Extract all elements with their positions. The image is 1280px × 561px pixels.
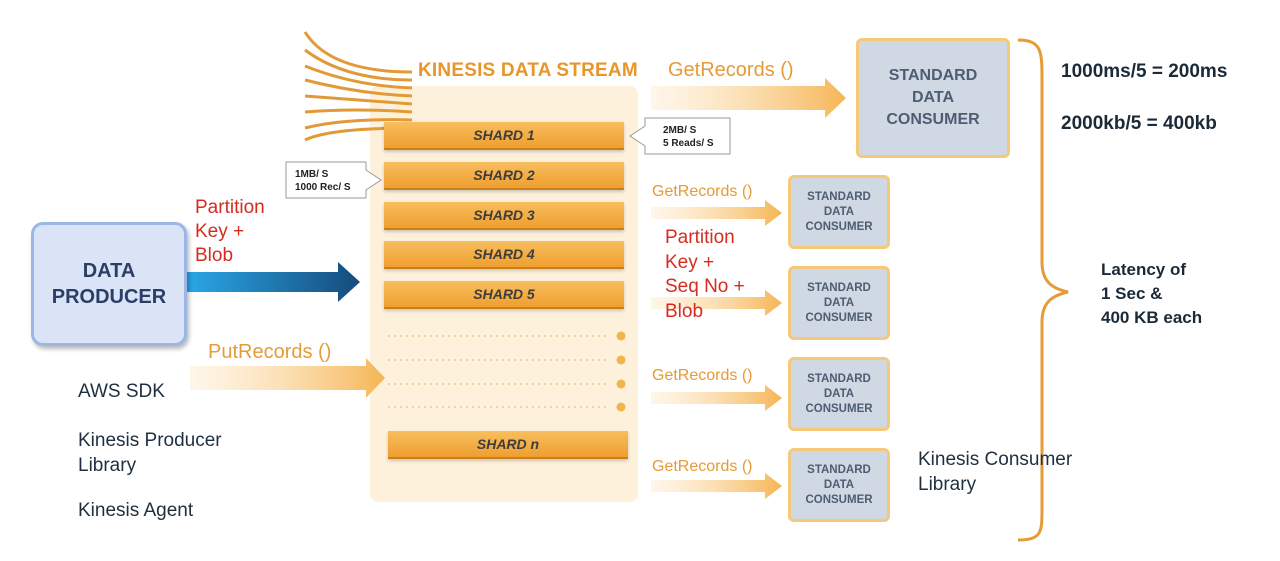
consumer-2-line3: CONSUMER — [805, 311, 873, 324]
getrecords-label-3: GetRecords () — [652, 367, 753, 384]
partition-seq-blob-label: Partition Key + Seq No + Blob — [665, 226, 745, 324]
shard-3: SHARD 3 — [384, 202, 624, 230]
kcl-line2: Library — [918, 474, 977, 495]
output-label-line1: Partition — [665, 227, 735, 248]
getrecords-arrow-2 — [651, 290, 782, 316]
consumer-main-line1: STANDARD — [888, 67, 978, 84]
getrecords-main-arrow — [651, 78, 846, 118]
output-label-line4: Blob — [665, 300, 704, 322]
read-limit-mb: 2MB/ S — [663, 125, 697, 136]
formula-latency: 1000ms/5 = 200ms — [1061, 61, 1228, 82]
standard-consumer-3: STANDARD DATA CONSUMER — [788, 357, 890, 431]
standard-consumer-1: STANDARD DATA CONSUMER — [788, 175, 890, 249]
getrecords-main-label: GetRecords () — [668, 59, 794, 81]
producer-line2: PRODUCER — [51, 286, 167, 308]
input-label-line3: Blob — [195, 245, 234, 266]
input-label-line1: Partition — [195, 197, 265, 218]
latency-line2: 1 Sec & — [1101, 284, 1163, 303]
read-limit-reads: 5 Reads/ S — [663, 138, 714, 149]
consumer-4-line2: DATA — [823, 478, 855, 491]
kinesis-consumer-library-label: Kinesis Consumer Library — [918, 447, 1072, 497]
consumer-4-line1: STANDARD — [807, 463, 871, 476]
getrecords-label-1: GetRecords () — [652, 183, 753, 200]
more-shards-dots — [388, 335, 610, 408]
consumer-3-line2: DATA — [823, 387, 855, 400]
getrecords-arrow-4 — [651, 473, 782, 499]
consumer-2-line2: DATA — [823, 296, 855, 309]
dot-icon — [616, 402, 626, 412]
dot-icon — [616, 355, 626, 365]
partition-key-blob-label: Partition Key + Blob — [195, 196, 265, 268]
latency-line3: 400 KB each — [1101, 308, 1203, 327]
write-limit-mb: 1MB/ S — [295, 169, 329, 180]
input-label-line2: Key + — [195, 221, 245, 242]
stream-title: KINESIS DATA STREAM — [418, 60, 638, 81]
write-limit-callout — [285, 161, 382, 199]
data-producer-box: DATA PRODUCER — [31, 222, 187, 346]
dot-icon — [616, 331, 626, 341]
standard-consumer-4: STANDARD DATA CONSUMER — [788, 448, 890, 522]
dot-icon — [616, 379, 626, 389]
kcl-line1: Kinesis Consumer — [918, 449, 1073, 470]
tool-kinesis-agent: Kinesis Agent — [78, 500, 194, 521]
kpl-line1: Kinesis Producer — [78, 430, 222, 451]
consumer-3-line1: STANDARD — [807, 372, 871, 385]
output-label-line3: Seq No + — [665, 276, 745, 297]
consumer-3-line3: CONSUMER — [805, 402, 873, 415]
latency-summary: Latency of 1 Sec & 400 KB each — [1101, 258, 1202, 330]
consumer-1-line3: CONSUMER — [805, 220, 873, 233]
consumer-1-line1: STANDARD — [807, 190, 871, 203]
standard-consumer-main: STANDARD DATA CONSUMER — [856, 38, 1010, 158]
write-limit-text: 1MB/ S 1000 Rec/ S — [295, 168, 351, 194]
getrecords-arrow-3 — [651, 385, 782, 411]
output-label-line2: Key + — [665, 251, 715, 273]
consumer-2-line1: STANDARD — [807, 281, 871, 294]
read-limit-text: 2MB/ S 5 Reads/ S — [663, 124, 714, 150]
consumer-main-line2: DATA — [911, 89, 955, 106]
kpl-line2: Library — [78, 455, 137, 476]
write-limit-rec: 1000 Rec/ S — [295, 182, 351, 193]
consumer-1-line2: DATA — [823, 205, 855, 218]
shard-n: SHARD n — [388, 431, 628, 459]
putrecords-arrow — [190, 358, 385, 398]
formula-throughput: 2000kb/5 = 400kb — [1061, 113, 1217, 134]
read-limit-callout — [629, 117, 731, 155]
partition-key-arrow — [186, 262, 360, 302]
getrecords-arrow-1 — [651, 200, 782, 226]
stream-curves-icon — [303, 31, 413, 142]
standard-consumer-2: STANDARD DATA CONSUMER — [788, 266, 890, 340]
shard-5: SHARD 5 — [384, 281, 624, 309]
curly-brace-icon — [1017, 38, 1069, 542]
tool-aws-sdk: AWS SDK — [78, 381, 165, 402]
consumer-main-line3: CONSUMER — [886, 111, 980, 128]
tool-kinesis-producer-library: Kinesis Producer Library — [78, 428, 222, 478]
getrecords-label-4: GetRecords () — [652, 458, 753, 475]
consumer-4-line3: CONSUMER — [805, 493, 873, 506]
shard-1: SHARD 1 — [384, 122, 624, 150]
shard-2: SHARD 2 — [384, 162, 624, 190]
producer-line1: DATA — [82, 260, 136, 282]
latency-line1: Latency of — [1101, 260, 1187, 279]
putrecords-label: PutRecords () — [208, 341, 332, 363]
shard-4: SHARD 4 — [384, 241, 624, 269]
